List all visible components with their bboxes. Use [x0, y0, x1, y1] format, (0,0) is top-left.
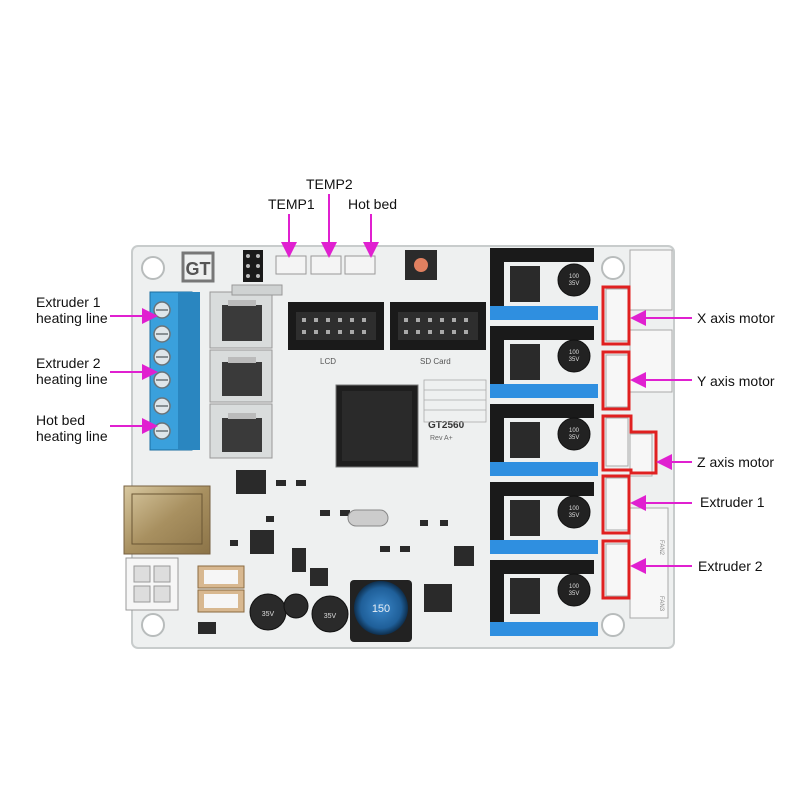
extruder2-heating-label-line1: Extruder 2 [36, 355, 101, 371]
extruder1-heating-label-line1: Extruder 1 [36, 294, 101, 310]
annotation-arrows [110, 194, 692, 574]
thermistor-connectors [275, 255, 376, 275]
sd-silk-label: SD Card [420, 357, 451, 366]
silkscreen-table [423, 379, 487, 423]
extruder1-heating-label-line2: heating line [36, 310, 108, 326]
y-motor-highlight [601, 350, 631, 411]
hot-bed-label: Hot bed [348, 196, 398, 212]
z-axis-motor-label: Z axis motor [697, 454, 775, 470]
cap-label: 35V [262, 611, 275, 618]
extruder2-motor-highlight [601, 539, 631, 600]
mosfet-group [209, 284, 283, 459]
lcd-header [288, 302, 384, 350]
gt-logo: GT [181, 251, 215, 283]
gt-logo-text: GT [186, 259, 211, 279]
stepper-sockets [490, 248, 598, 636]
extruder2-motor-label: Extruder 2 [698, 558, 763, 574]
sd-header [390, 302, 486, 350]
driver-jumpers [510, 266, 540, 614]
extruder1-motor-highlight [601, 474, 631, 535]
fuses [197, 565, 245, 613]
cap-label: 35V [324, 613, 337, 620]
mounting-holes [141, 256, 625, 637]
hotbed-heating-label-line2: heating line [36, 428, 108, 444]
lcd-silk-label: LCD [320, 357, 336, 366]
crystal [347, 509, 389, 527]
cap-label: 100 [569, 350, 580, 356]
extruder1-motor-label: Extruder 1 [700, 494, 765, 510]
board-model-label: GT2560 [428, 420, 465, 431]
reset-button [405, 250, 437, 280]
temp1-label: TEMP1 [268, 196, 315, 212]
fan-label: FAN2 [658, 540, 664, 556]
mcu-chip [335, 384, 419, 468]
cap-label: 35V [569, 281, 580, 287]
usb-port [123, 485, 211, 555]
x-axis-motor-label: X axis motor [697, 310, 775, 326]
z-motor-highlight [601, 414, 658, 475]
cap-label: 100 [569, 506, 580, 512]
cap-label: 35V [569, 513, 580, 519]
smd-components [198, 470, 474, 634]
motor-connectors [605, 249, 673, 619]
inductor-label: 150 [372, 603, 390, 615]
fan-label: FAN3 [658, 596, 664, 612]
cap-label: 35V [569, 357, 580, 363]
cap-label: 35V [569, 591, 580, 597]
cap-label: 35V [569, 435, 580, 441]
power-connector [125, 557, 179, 611]
driver-capacitors [557, 263, 591, 607]
extruder2-heating-label-line2: heating line [36, 371, 108, 387]
screw-terminal-block [149, 291, 200, 451]
y-axis-motor-label: Y axis motor [697, 373, 775, 389]
bottom-capacitors: 35V 35V [249, 593, 349, 633]
x-motor-highlight [601, 285, 631, 346]
cap-label: 100 [569, 584, 580, 590]
inductor: 150 [350, 580, 412, 642]
temp2-label: TEMP2 [306, 176, 353, 192]
cap-label: 100 [569, 428, 580, 434]
hotbed-heating-label-line1: Hot bed [36, 412, 86, 428]
cap-label: 100 [569, 274, 580, 280]
board-revision-label: Rev A+ [430, 435, 453, 442]
highlight-boxes [601, 285, 658, 600]
